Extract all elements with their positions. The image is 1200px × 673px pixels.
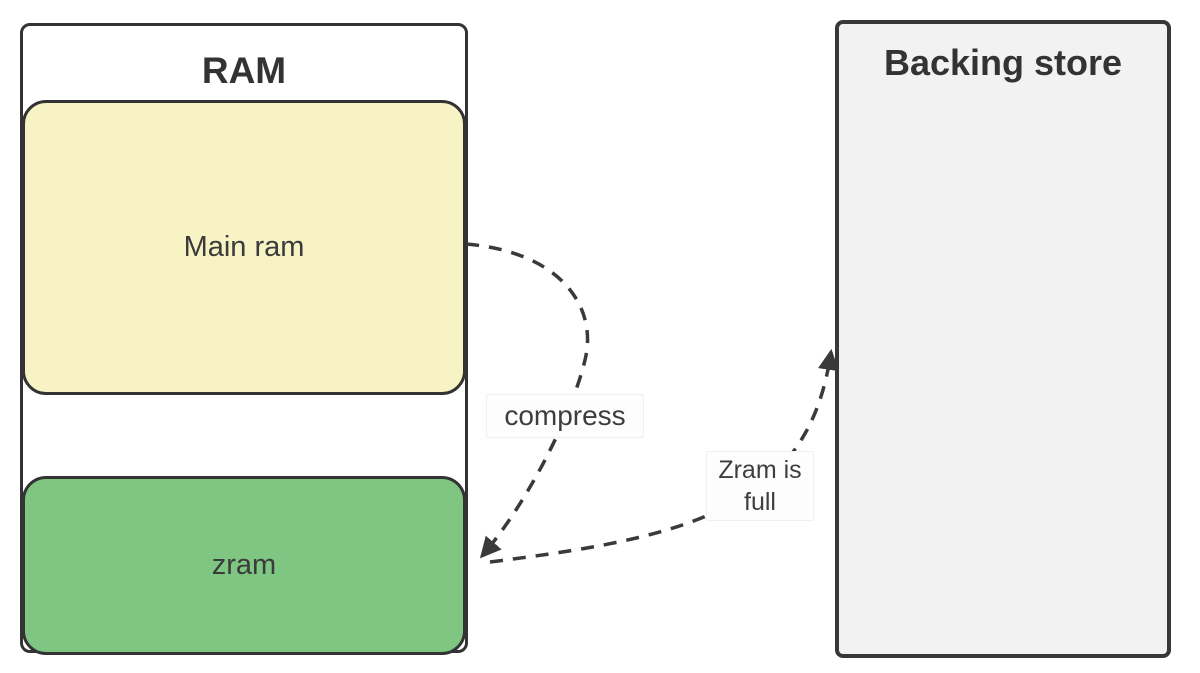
compress-arrow-label: compress <box>486 394 644 438</box>
zram-full-arrow-label: Zram is full <box>706 451 814 521</box>
ram-container-box: RAM Main ram zram <box>20 23 468 655</box>
ram-title: RAM <box>201 50 287 91</box>
zram-box: zram <box>22 476 466 655</box>
main-ram-box: Main ram <box>22 100 466 395</box>
backing-store-box: Backing store <box>835 20 1171 658</box>
main-ram-label: Main ram <box>183 231 305 263</box>
backing-store-title: Backing store <box>883 42 1123 83</box>
zram-label: zram <box>211 549 277 581</box>
